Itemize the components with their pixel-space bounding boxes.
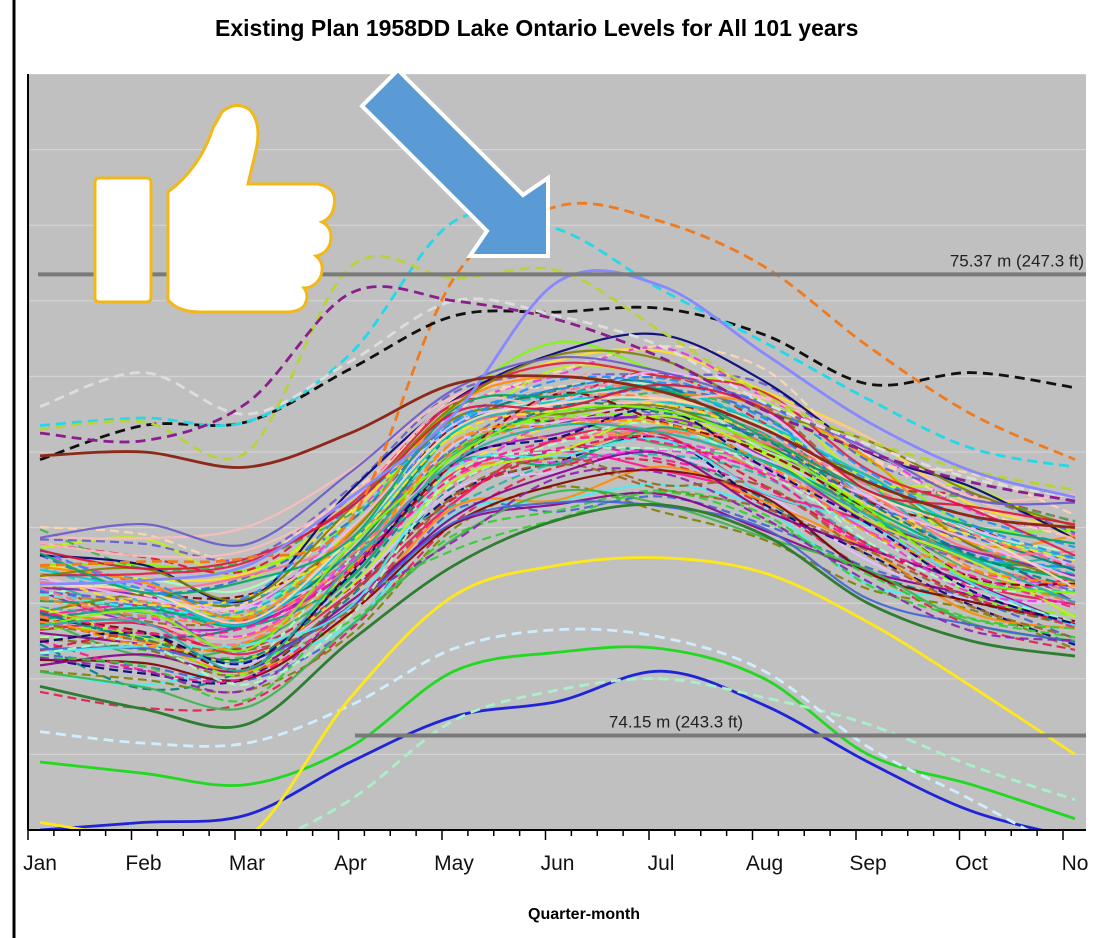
- x-tick-label: Apr: [334, 852, 367, 875]
- x-tick-label: Oct: [955, 852, 988, 875]
- adjacent-chart-strip: [0, 0, 14, 938]
- series-line: [39, 436, 1076, 637]
- series-line: [39, 422, 1076, 672]
- series-line: [39, 383, 1076, 571]
- series-line: [39, 386, 1076, 595]
- series-line: [39, 418, 1076, 631]
- series-line: [39, 387, 1076, 595]
- series-line: [39, 375, 1076, 604]
- series-line: [39, 446, 1076, 686]
- series-line: [39, 401, 1076, 662]
- reference-line-label: 75.37 m (247.3 ft): [950, 251, 1084, 270]
- series-line: [39, 404, 1076, 653]
- x-tick-label: Jun: [541, 852, 575, 875]
- series-line: [39, 435, 1076, 685]
- arrow-down-right-icon: [359, 67, 550, 258]
- x-tick-label: Sep: [849, 852, 886, 875]
- series-line: [39, 430, 1076, 624]
- series-line: [39, 396, 1076, 625]
- series-line: [39, 374, 1076, 529]
- x-tick-label: No: [1062, 852, 1089, 875]
- x-axis-title: Quarter-month: [528, 906, 640, 923]
- series-line: [39, 645, 1076, 821]
- series-line: [39, 465, 1076, 673]
- x-tick-label: Mar: [229, 852, 265, 875]
- reference-line-label: 74.15 m (243.3 ft): [609, 713, 743, 732]
- series-line: [39, 456, 1076, 653]
- series-line: [39, 451, 1076, 668]
- series-line: [39, 373, 1076, 610]
- series-line: [39, 297, 1076, 499]
- series-line: [39, 503, 1076, 729]
- series-line: [39, 412, 1076, 677]
- x-tick-label: Jul: [648, 852, 675, 875]
- series-line: [39, 407, 1076, 666]
- series-group: [39, 201, 1076, 830]
- x-tick-label: Feb: [125, 852, 161, 875]
- series-line: [39, 345, 1076, 562]
- series-line: [39, 491, 1076, 673]
- series-line: [39, 556, 1076, 830]
- x-axis: Jan Feb Mar Apr May Jun Jul Aug Sep Oct No: [23, 74, 1088, 875]
- series-line: [39, 467, 1076, 694]
- series-line: [39, 627, 1031, 830]
- thumbs-up-icon: [93, 104, 337, 314]
- x-tick-label: May: [434, 852, 474, 875]
- series-line: [39, 669, 1048, 830]
- series-line: [39, 370, 1076, 612]
- x-tick-label: Aug: [746, 852, 783, 875]
- series-line: [39, 355, 1076, 547]
- series-line: [39, 384, 1076, 646]
- series-line: [39, 448, 1076, 639]
- chart-title: Existing Plan 1958DD Lake Ontario Levels…: [215, 15, 858, 41]
- series-line: [39, 361, 1076, 577]
- series-line: [39, 285, 1076, 503]
- series-line: [39, 445, 1076, 684]
- x-tick-label: Jan: [23, 852, 57, 875]
- series-line: [39, 452, 1076, 619]
- series-line: [39, 269, 1076, 586]
- series-line: [39, 488, 1076, 711]
- series-line: [39, 210, 1076, 469]
- series-line: [39, 201, 1076, 567]
- series-line: [39, 348, 1076, 582]
- series-line: [39, 426, 1076, 628]
